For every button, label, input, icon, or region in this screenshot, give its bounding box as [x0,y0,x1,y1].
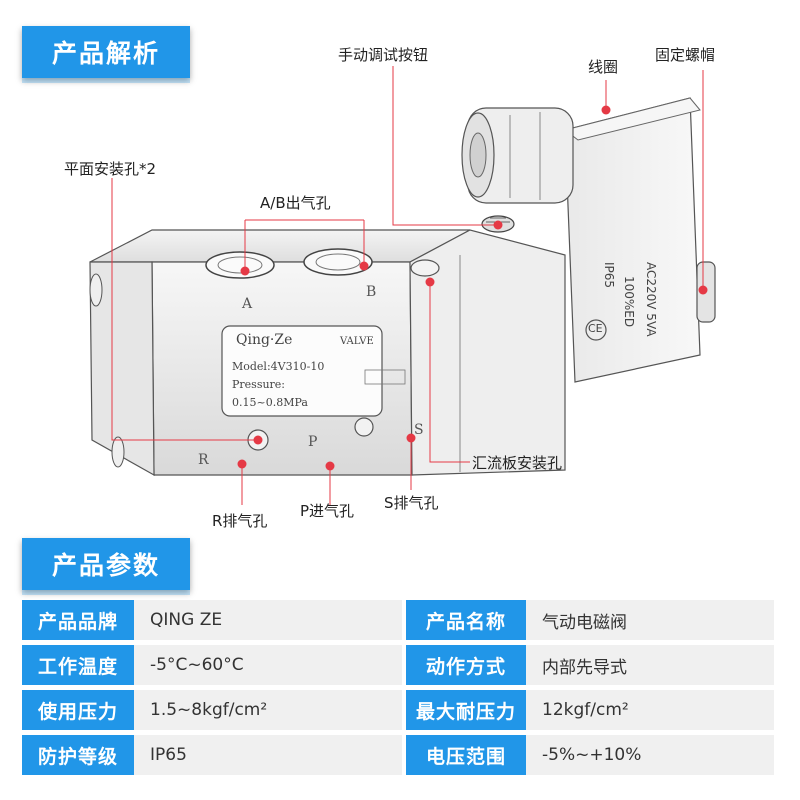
callout-s-exhaust: S排气孔 [384,494,439,512]
port-b-hole [303,248,373,276]
coil-ip: IP65 [602,262,616,289]
model-text: Model:4V310-10 [232,360,325,373]
pressure-range: 0.15~0.8MPa [232,396,308,409]
param-value: 12kgf/cm² [526,690,774,730]
callout-p-inlet: P进气孔 [300,502,355,520]
port-p-label: P [308,434,318,450]
param-value: 1.5~8kgf/cm² [134,690,402,730]
param-label: 防护等级 [22,735,134,775]
param-row: 防护等级 IP65 电压范围 -5%~+10% [22,735,774,775]
param-label: 工作温度 [22,645,134,685]
brand-mark: Qing·Ze [236,332,293,348]
callout-fixing-nut: 固定螺帽 [655,46,716,64]
dot-manual-button [493,220,503,230]
param-value: QING ZE [134,600,402,640]
param-label: 最大耐压力 [406,690,526,730]
manifold-hole-top [410,259,440,277]
param-value: 气动电磁阀 [526,600,774,640]
valve-body-end [89,261,155,477]
valve-body-top [89,229,471,263]
param-value: 内部先导式 [526,645,774,685]
callout-mount-holes: 平面安装孔*2 [64,160,157,178]
callout-r-exhaust: R排气孔 [212,512,268,530]
product-illustration: Qing·Ze VALVE Model:4V310-10 Pressure: 0… [64,46,716,530]
port-r-label: R [198,452,209,468]
pressure-label: Pressure: [232,378,286,391]
nameplate [221,325,383,417]
port-s-label: S [414,422,424,438]
coil-housing [564,97,701,383]
valve-drawing [89,66,716,505]
ce-mark: CE [588,322,603,335]
line-manual-button [392,66,498,226]
port-a-label: A [242,296,253,312]
dot-manifold [425,277,435,287]
param-label: 动作方式 [406,645,526,685]
callout-ab-outlet: A/B出气孔 [260,194,331,212]
param-row: 产品品牌 QING ZE 产品名称 气动电磁阀 [22,600,774,640]
dot-coil [601,105,611,115]
coil-voltage: AC220V 5VA [644,262,658,337]
param-label: 产品名称 [406,600,526,640]
coil-duty: 100%ED [622,276,636,328]
front-hole-2 [354,417,374,437]
param-label: 产品品牌 [22,600,134,640]
param-value: -5%~+10% [526,735,774,775]
port-b-label: B [366,284,377,300]
param-row: 工作温度 -5°C~60°C 动作方式 内部先导式 [22,645,774,685]
param-value: IP65 [134,735,402,775]
section-title-params: 产品参数 [22,538,190,595]
callout-lines [111,66,704,505]
valve-word: VALVE [340,336,374,347]
section-title-analysis: 产品解析 [22,26,190,83]
dot-p [325,461,335,471]
param-value: -5°C~60°C [134,645,402,685]
param-row: 使用压力 1.5~8kgf/cm² 最大耐压力 12kgf/cm² [22,690,774,730]
line-mount-holes [111,178,258,441]
callout-coil: 线圈 [588,58,619,76]
callout-manual-button: 手动调试按钮 [338,46,429,64]
param-label: 使用压力 [22,690,134,730]
ce-circle [585,319,607,341]
callout-dots [237,105,708,471]
dot-port-b [359,261,369,271]
dot-mount-hole [253,435,263,445]
line-manifold [429,282,470,463]
param-table: 产品品牌 QING ZE 产品名称 气动电磁阀 工作温度 -5°C~60°C 动… [22,600,774,780]
callout-manifold-holes: 汇流板安装孔 [472,454,563,472]
port-a-hole [205,251,275,279]
dot-s [406,433,416,443]
dot-fixing-nut [698,285,708,295]
dot-r [237,459,247,469]
param-label: 电压范围 [406,735,526,775]
dot-port-a [240,266,250,276]
